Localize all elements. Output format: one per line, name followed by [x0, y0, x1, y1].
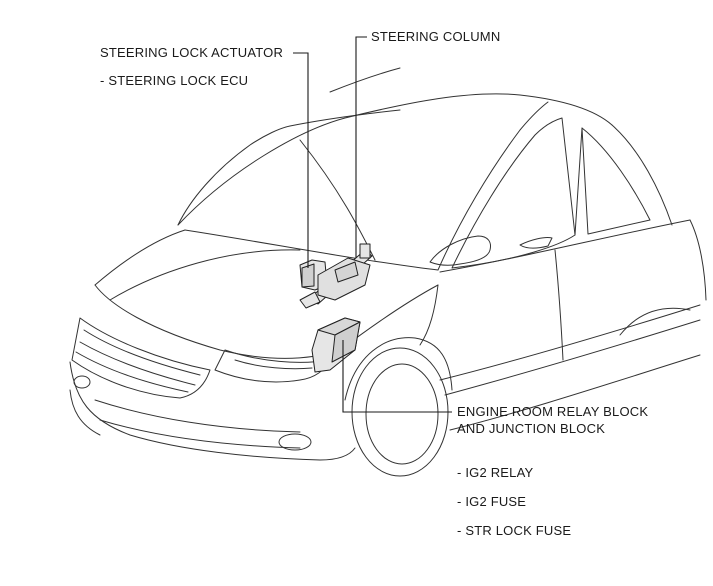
roof-outline — [177, 93, 613, 226]
label-ig2-relay: - IG2 RELAY — [457, 465, 534, 480]
front-wheel-rim — [365, 363, 439, 465]
label-steering-lock-ecu: - STEERING LOCK ECU — [100, 73, 249, 88]
hood-front-edge — [94, 284, 341, 359]
label-engine-room-relay-block-line1: ENGINE ROOM RELAY BLOCK — [457, 404, 649, 419]
hood-crease — [109, 249, 301, 301]
a-pillar — [437, 101, 549, 271]
rocker-panel — [449, 354, 701, 431]
label-steering-lock-actuator: STEERING LOCK ACTUATOR — [100, 45, 284, 60]
cowl-line — [184, 229, 439, 271]
rear-side-window — [581, 127, 651, 235]
bumper-intake-bottom — [99, 419, 301, 449]
door-handle — [519, 237, 553, 249]
steering-column-part — [299, 243, 373, 309]
front-bumper — [69, 361, 356, 461]
actuator-face — [301, 263, 315, 288]
column-lower — [299, 291, 321, 309]
leader-steering-column — [355, 36, 367, 258]
bumper-intake-top — [94, 399, 301, 433]
rear-wheel-arch — [619, 307, 691, 336]
side-character-line-2 — [444, 319, 701, 396]
side-character-line — [439, 304, 701, 381]
label-str-lock-fuse: - STR LOCK FUSE — [457, 523, 572, 538]
grille-outline — [71, 317, 211, 399]
grille-bar-3 — [75, 351, 189, 393]
rear-roofline — [611, 124, 673, 226]
column-top-joint — [359, 243, 371, 259]
leader-relay-block — [342, 340, 452, 413]
b-pillar — [574, 127, 583, 236]
front-wheel-arch — [344, 337, 453, 401]
headlamp-inner — [234, 359, 313, 370]
windshield-reflection — [299, 139, 376, 261]
grille-bar-1 — [83, 329, 201, 376]
column-bracket — [334, 261, 359, 283]
bumper-lower — [69, 389, 101, 436]
front-side-window — [451, 117, 576, 269]
front-fender — [419, 284, 439, 346]
side-mirror — [429, 235, 491, 266]
antenna-line — [329, 67, 401, 93]
car-body — [69, 67, 707, 477]
label-ig2-fuse: - IG2 FUSE — [457, 494, 527, 509]
relay-block-part — [311, 317, 361, 373]
fog-lamp-left — [73, 375, 91, 389]
label-engine-room-relay-block-line2: AND JUNCTION BLOCK — [457, 421, 606, 436]
door-seam — [554, 249, 564, 361]
beltline — [439, 219, 691, 273]
windshield-inner — [289, 109, 401, 127]
grille-bar-2 — [79, 341, 196, 386]
relay-block-side — [331, 321, 361, 363]
headlamp — [214, 349, 331, 383]
windshield-top — [177, 125, 291, 226]
label-steering-column: STEERING COLUMN — [371, 29, 501, 44]
hood-outline — [94, 229, 186, 286]
rear-body-edge — [689, 219, 707, 301]
leader-steering-lock-actuator — [293, 52, 309, 268]
fog-lamp-right — [278, 433, 312, 451]
